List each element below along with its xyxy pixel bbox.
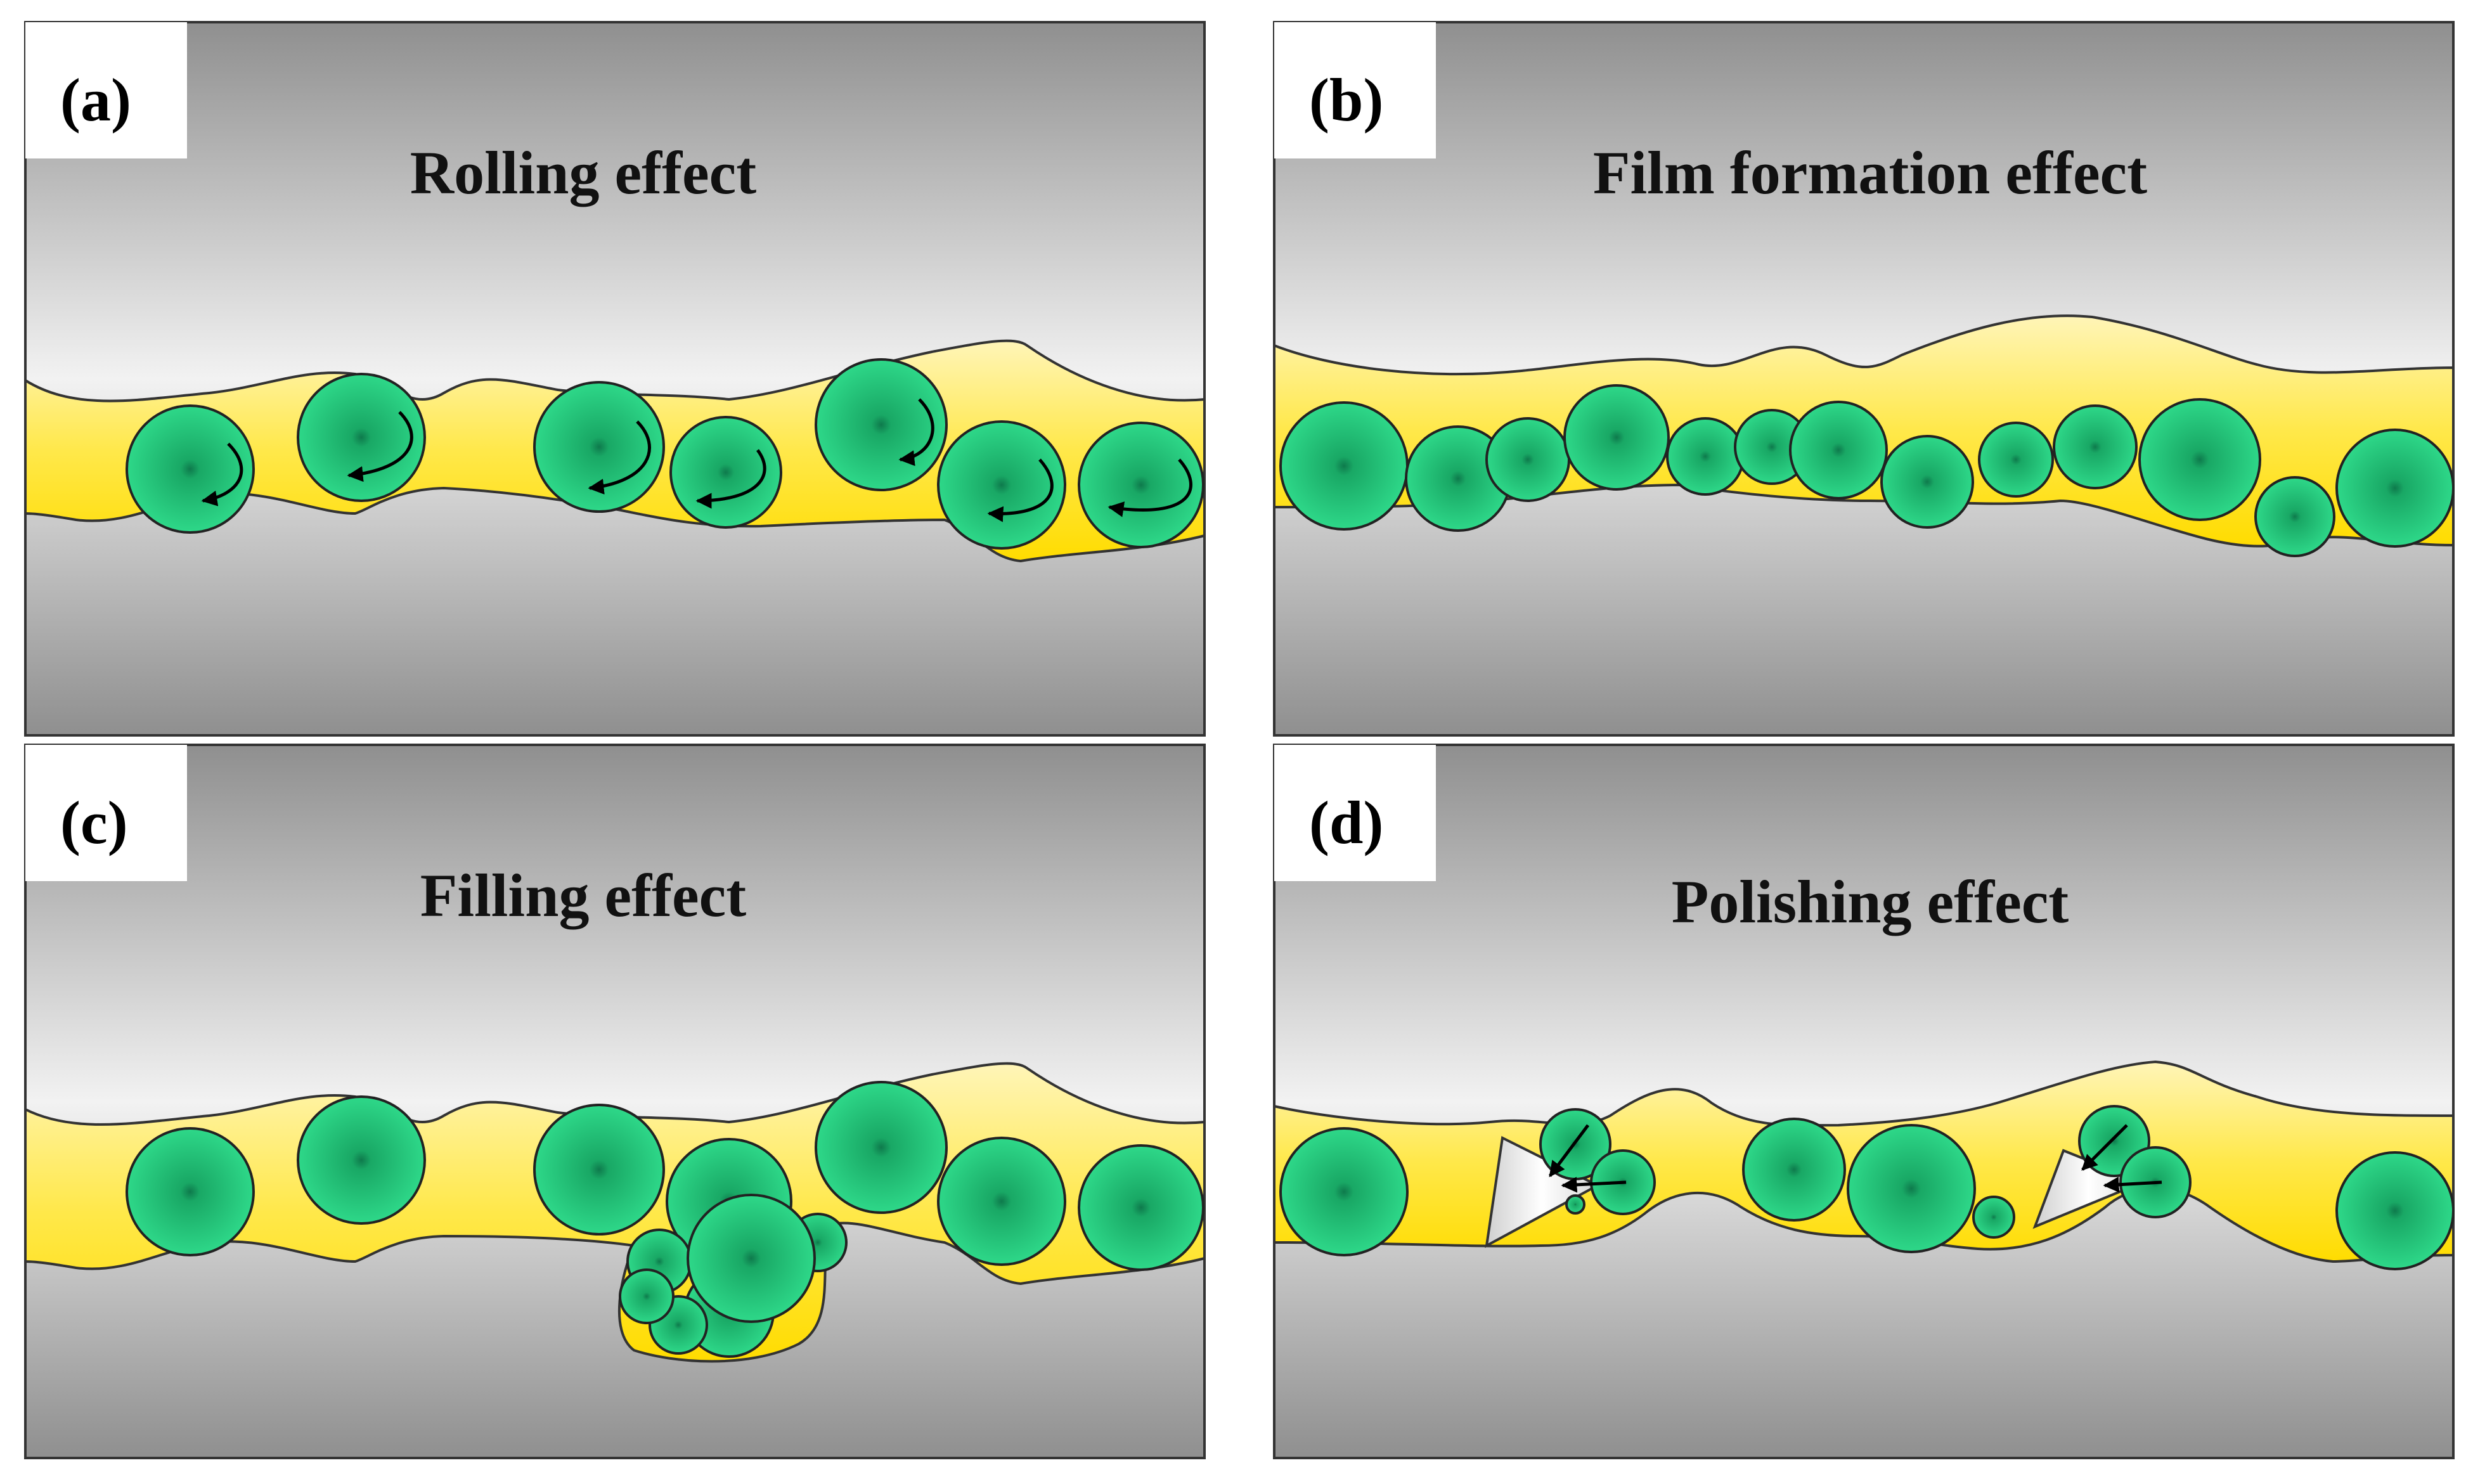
particle — [2053, 404, 2138, 489]
panel-b: (b) Film formation effect — [1273, 21, 2455, 737]
force-arrow — [2103, 1177, 2162, 1193]
particle — [1972, 1196, 2015, 1239]
panel-title: Film formation effect — [1593, 139, 2147, 207]
panel-c: (c) Filling effect — [24, 744, 1206, 1459]
rotation-arrow — [987, 458, 1054, 522]
panel-label: (c) — [60, 789, 128, 856]
particle — [297, 373, 426, 502]
panel-label: (b) — [1309, 66, 1383, 134]
particle — [937, 1137, 1066, 1266]
particle — [1978, 422, 2054, 498]
label-box — [25, 745, 187, 881]
rotation-arrow — [201, 442, 243, 506]
particle — [2335, 1151, 2455, 1270]
particle — [687, 1194, 816, 1323]
particle — [1563, 384, 1670, 491]
particle — [2335, 429, 2455, 548]
particle — [1880, 435, 1974, 529]
panel-title: Filling effect — [420, 861, 746, 929]
rotation-arrow — [347, 411, 413, 482]
particle — [533, 381, 665, 513]
rotation-arrow — [1107, 458, 1192, 517]
particles — [1279, 1105, 2455, 1270]
particle — [619, 1268, 675, 1324]
rotation-arrow — [695, 449, 766, 509]
particle — [815, 358, 948, 491]
rotation-arrow — [898, 398, 934, 467]
panel-a: (a) Rolling effect — [24, 21, 1206, 737]
particle — [1565, 1194, 1585, 1215]
particle — [1789, 401, 1888, 500]
force-arrow — [1549, 1124, 1589, 1177]
panel-title: Rolling effect — [410, 139, 757, 207]
particle — [1279, 1127, 1409, 1256]
label-box — [25, 22, 187, 158]
particle — [1279, 401, 1409, 531]
particle — [1485, 417, 1570, 502]
particle — [533, 1104, 665, 1236]
panel-label: (a) — [60, 66, 131, 134]
particle — [2138, 398, 2261, 521]
rotation-arrow — [588, 420, 651, 495]
particle — [126, 1127, 255, 1256]
particles — [1279, 384, 2455, 557]
particle — [126, 404, 255, 534]
force-arrow — [1561, 1177, 1627, 1193]
particle — [297, 1095, 426, 1225]
label-box — [1274, 22, 1436, 158]
particle — [937, 420, 1066, 550]
force-arrows — [1549, 1124, 2162, 1193]
force-arrow — [2081, 1124, 2128, 1171]
panel-d: (d) Polishing effect — [1273, 744, 2455, 1459]
label-box — [1274, 745, 1436, 881]
abrasive-cones — [1485, 1135, 2147, 1248]
particle — [1078, 422, 1204, 548]
rotation-arrows — [201, 398, 1192, 522]
particles — [126, 1081, 1204, 1358]
particle — [2254, 476, 2335, 557]
panel-title: Polishing effect — [1672, 868, 2069, 936]
particle — [1666, 417, 1745, 496]
panel-label: (d) — [1309, 789, 1383, 856]
particle — [815, 1081, 948, 1214]
particle — [1742, 1118, 1846, 1222]
particle — [1847, 1124, 1976, 1253]
particle — [1078, 1144, 1204, 1271]
